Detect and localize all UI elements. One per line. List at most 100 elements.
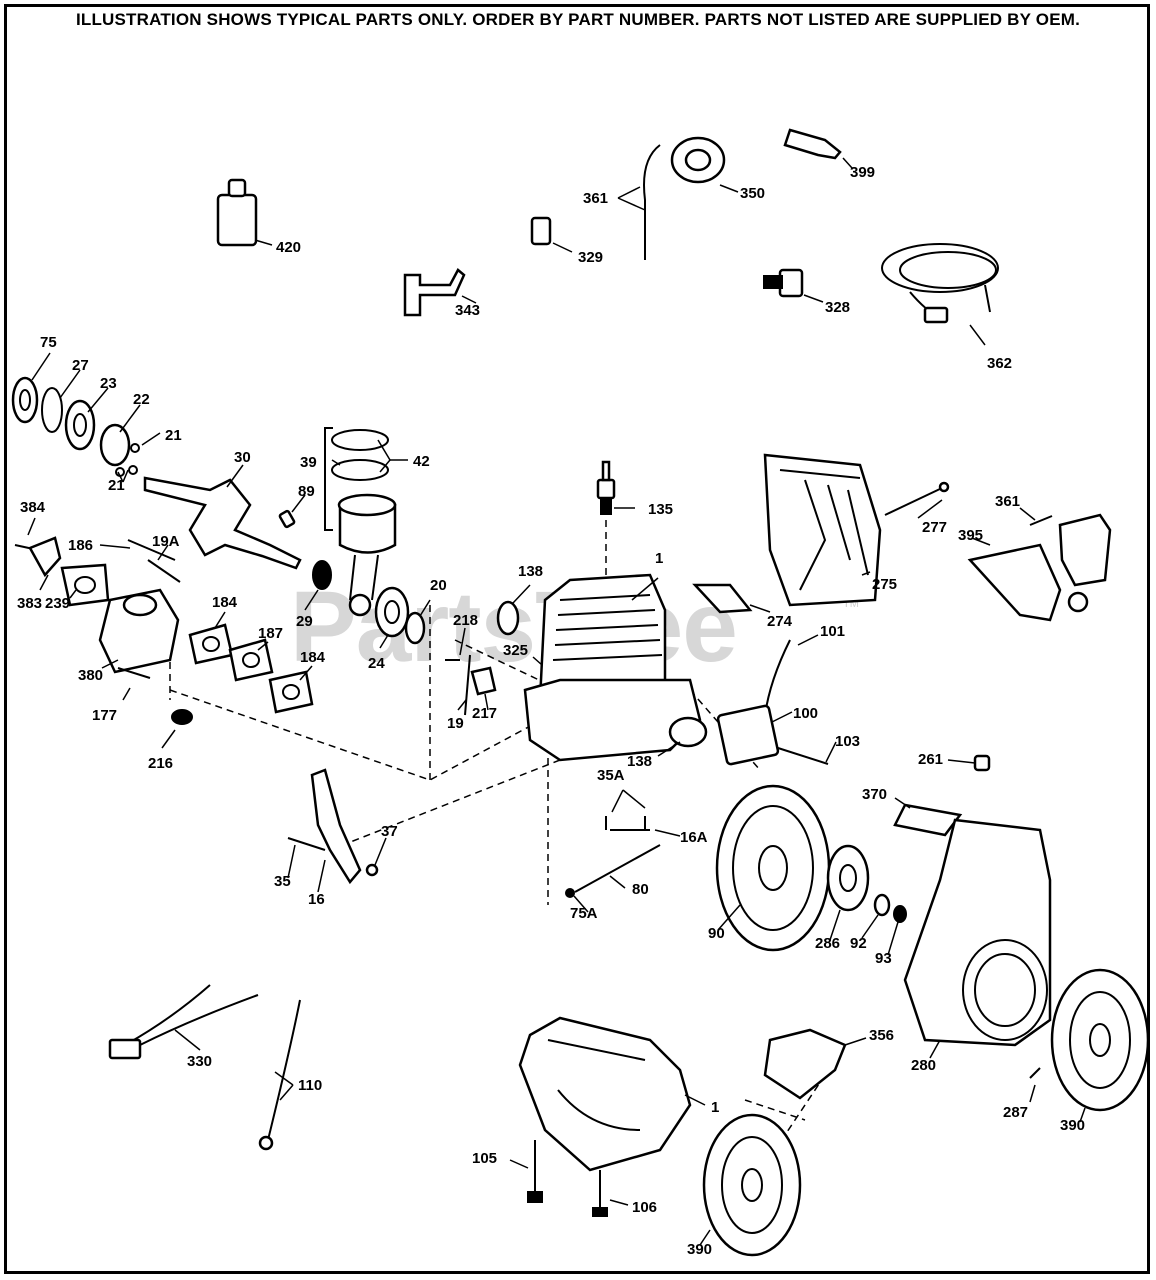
part-383-bracket [28,536,62,578]
part-39-42-piston-rings [324,427,389,531]
callout-label: 30 [234,449,251,466]
callout-label: 39 [300,454,317,471]
callout-label: 287 [1003,1104,1028,1121]
callout-label: 35A [597,767,625,784]
callout-label: 399 [850,164,875,181]
callout-label: 103 [835,733,860,750]
part-106-bolt [592,1170,608,1217]
callout-label: 138 [518,563,543,580]
callout-label: 286 [815,935,840,952]
callout-label: 22 [133,391,150,408]
callout-label: 380 [78,667,103,684]
callout-label: 390 [687,1241,712,1258]
callout-label: 280 [911,1057,936,1074]
part-275-air-shroud [763,453,882,607]
callout-label: 106 [632,1199,657,1216]
part-184-gasket-b [268,670,314,714]
callout-label: 19A [152,533,180,550]
callout-label: 21 [108,477,125,494]
callout-label: 395 [958,527,983,544]
diagram-frame [4,4,1150,1274]
part-23-bearing [64,399,96,451]
callout-label: 361 [583,190,608,207]
callout-label: 277 [922,519,947,536]
callout-label: 390 [1060,1117,1085,1134]
part-287-screw [1029,1067,1041,1079]
part-280-blower-housing [903,818,1052,1047]
part-101-100-ignition-module [716,639,829,766]
part-187-spacer [228,638,274,682]
callout-label: 350 [740,185,765,202]
part-420-oil-bottle [216,178,258,247]
part-343-bracket [403,268,466,317]
callout-label: 184 [212,594,238,611]
callout-label: 37 [381,823,398,840]
callout-label: 16A [680,829,708,846]
part-390-recoil-starter-bottom [702,1113,802,1257]
part-piston-rod [337,493,397,617]
part-30-crankshaft [143,476,302,570]
callout-labels: 420 361 350 399 329 343 328 362 75 27 23… [17,164,1085,1258]
callout-label: 184 [300,649,326,666]
callout-label: 101 [820,623,845,640]
part-390-recoil-starter-right [1050,968,1150,1112]
callout-label: 362 [987,355,1012,372]
callout-label: 261 [918,751,943,768]
part-1-crankcase [518,1016,692,1172]
part-22-washer [99,423,131,467]
callout-label: 330 [187,1053,212,1070]
part-20-seal [404,611,426,645]
leader-lines [27,157,1086,1246]
callout-label: 216 [148,755,173,772]
callout-label: 110 [298,1077,322,1094]
callout-label: 218 [453,612,478,629]
part-274-gasket [692,583,753,614]
callout-label: 186 [68,537,93,554]
callout-label: 383 [17,595,42,612]
part-329-switch [530,216,552,246]
callout-label: 420 [276,239,301,256]
part-105-bolt [527,1140,543,1203]
part-135-spark-plug [596,460,616,515]
callout-label: 100 [793,705,818,722]
callout-label: 370 [862,786,887,803]
part-1-cylinder [523,573,702,762]
part-286-92-93-hub-parts [826,844,907,923]
callout-label: 23 [100,375,117,392]
part-361-fuel-line [643,144,661,260]
callout-label: 42 [413,453,430,470]
callout-label: 135 [648,501,673,518]
part-75-seal [11,376,39,424]
part-24-bearing [374,586,410,638]
part-330-wire-harness [108,984,259,1060]
callout-label: 20 [430,577,447,594]
part-138-gasket [496,600,520,636]
part-80-rod [565,844,661,898]
callout-label: 35 [274,873,291,890]
callout-label: 90 [708,925,725,942]
callout-label: 21 [165,427,182,444]
callout-label: 1 [655,550,663,567]
part-110-wire [258,999,301,1151]
callout-label: 239 [45,595,70,612]
callout-label: 343 [455,302,480,319]
part-350-primer [670,136,726,184]
part-380-carburetor [98,588,180,674]
part-138-plate [668,716,708,748]
callout-label: 1 [711,1099,719,1116]
part-177-screw [117,667,151,679]
part-277-bolt [884,481,950,516]
callout-label: 29 [296,613,313,630]
header-notice: ILLUSTRATION SHOWS TYPICAL PARTS ONLY. O… [75,10,1081,29]
part-239-gasket [60,563,110,607]
callout-label: 329 [578,249,603,266]
callout-label: 16 [308,891,325,908]
callout-label: 75A [570,905,598,922]
callout-label: 105 [472,1150,497,1167]
callout-label: 75 [40,334,57,351]
part-35A-16A-bracket [605,816,650,831]
callout-label: 27 [72,357,89,374]
callout-label: 93 [875,950,892,967]
part-184-gasket-a [188,623,234,665]
callout-label: 187 [258,625,283,642]
